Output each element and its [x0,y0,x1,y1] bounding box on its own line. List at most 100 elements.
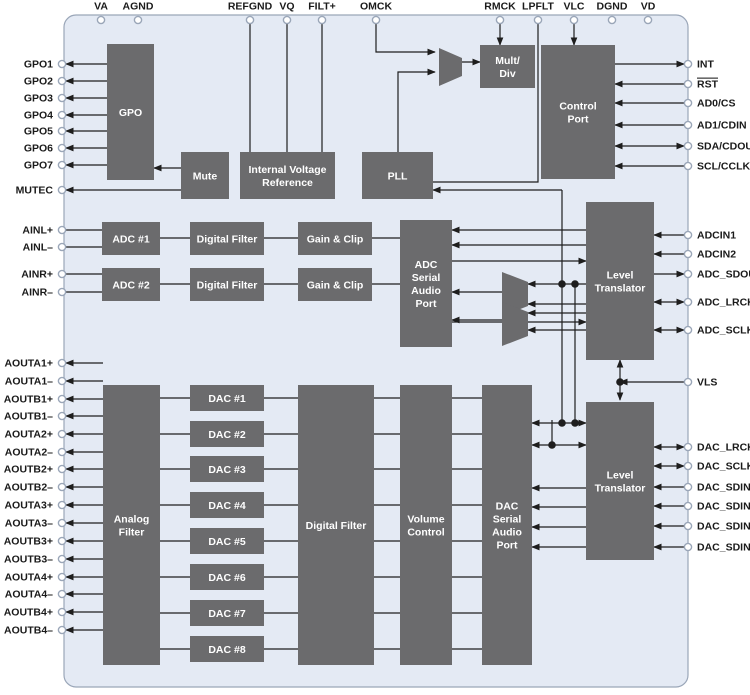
adc-level-translator-block-label: Translator [595,283,646,295]
dac-serial-audio-port-block-label: DAC [496,501,519,513]
pin-aoutb4[interactable] [57,625,67,635]
volume-control-block-label: Control [407,527,444,539]
pin-aoutb3[interactable] [57,554,67,564]
pin-gpo7[interactable] [57,160,67,170]
adc-serial-audio-port-block-label: Serial [412,272,441,284]
pin-aoutb2[interactable] [57,482,67,492]
mult-div-block-label: Mult/ [495,55,520,67]
pin-label-aoutb1: AOUTB1+ [4,394,53,406]
pin-label-aouta1: AOUTA1– [5,376,53,388]
pin-ainr[interactable] [57,287,67,297]
pin-ainl[interactable] [57,242,67,252]
pin-filt[interactable] [317,15,327,25]
pin-mutec[interactable] [57,185,67,195]
pin-gpo1[interactable] [57,59,67,69]
pin-gpo5[interactable] [57,126,67,136]
pin-dac-sdin3-4[interactable] [683,521,693,531]
pin-label-adc-sclk: ADC_SCLK [697,325,750,337]
pin-aouta4[interactable] [57,589,67,599]
signal-wires [65,24,685,650]
pin-aouta2[interactable] [57,429,67,439]
pin-vls[interactable] [683,377,693,387]
pin-aouta1[interactable] [57,358,67,368]
pin-adc-sdout[interactable] [683,269,693,279]
pin-label-ainr: AINR+ [21,269,53,281]
pin-ad0-cs[interactable] [683,98,693,108]
junction-dot [558,419,566,427]
pin-label-mutec: MUTEC [16,185,54,197]
pin-vd[interactable] [643,15,653,25]
pin-label-adcin2: ADCIN2 [697,249,736,261]
pin-dac-sclk-1[interactable] [683,461,693,471]
pin-dgnd[interactable] [607,15,617,25]
pin-adcin2[interactable] [683,249,693,259]
dac-1-block-label: DAC #1 [208,393,246,405]
pin-aouta3[interactable] [57,500,67,510]
pin-vlc[interactable] [569,15,579,25]
pin-dac-sdin1-2[interactable] [683,482,693,492]
pin-label-aouta3: AOUTA3+ [4,500,53,512]
pin-label-adc-sdout: ADC_SDOUT [697,269,750,281]
pin-label-lpflt: LPFLT [522,1,554,13]
pin-sda-cdout[interactable] [683,141,693,151]
pin-aouta4[interactable] [57,572,67,582]
pin-aoutb2[interactable] [57,464,67,474]
pin-ainl[interactable] [57,225,67,235]
gain-clip-2-block: Gain & Clip [298,268,372,301]
pin-aouta2[interactable] [57,447,67,457]
pin-gpo2[interactable] [57,76,67,86]
pin-aoutb1[interactable] [57,394,67,404]
adc-1-block-label: ADC #1 [112,234,150,246]
pin-aoutb4[interactable] [57,607,67,617]
pin-label-dac-sdin2: DAC_SDIN2 [697,501,750,513]
dac-level-translator-block-label: Level [607,470,634,482]
pin-label-gpo3: GPO3 [24,93,53,105]
pin-label-omck: OMCK [360,1,392,13]
pin-gpo4[interactable] [57,110,67,120]
dac-level-translator-block-label: Translator [595,483,646,495]
dac-digital-filter-block-label: Digital Filter [306,520,367,532]
pin-omck[interactable] [371,15,381,25]
pin-scl-cclk[interactable] [683,161,693,171]
pin-label-va: VA [94,1,108,13]
pin-agnd[interactable] [133,15,143,25]
pin-adcin1[interactable] [683,230,693,240]
pin-adc-lrck[interactable] [683,297,693,307]
junction-dot [616,378,624,386]
pin-gpo6[interactable] [57,143,67,153]
dac-1-block: DAC #1 [190,385,264,411]
dac-8-block: DAC #8 [190,636,264,662]
pin-dac-sdin1-5[interactable] [683,542,693,552]
pin-dac-sdin2-3[interactable] [683,501,693,511]
mult-div-block: Mult/Div [480,45,535,88]
pin-adc-sclk[interactable] [683,325,693,335]
mute-block-label: Mute [193,171,218,183]
pin-lpflt[interactable] [533,15,543,25]
dac-4-block-label: DAC #4 [208,500,246,512]
pin-aoutb1[interactable] [57,411,67,421]
pin-label-ad0-cs: AD0/CS [697,98,736,110]
pin-label-dac-sdin3: DAC_SDIN3 [697,521,750,533]
gain-clip-2-block-label: Gain & Clip [307,280,364,292]
pin-refgnd[interactable] [245,15,255,25]
pin-rst[interactable] [683,79,693,89]
pin-ad1-cdin[interactable] [683,120,693,130]
pin-vq[interactable] [282,15,292,25]
pin-gpo3[interactable] [57,93,67,103]
pin-rmck[interactable] [495,15,505,25]
pin-dac-lrck-0[interactable] [683,442,693,452]
pin-aouta3[interactable] [57,518,67,528]
pin-label-aoutb3: AOUTB3+ [4,536,53,548]
pin-va[interactable] [96,15,106,25]
pin-ainr[interactable] [57,269,67,279]
pin-aouta1[interactable] [57,376,67,386]
pin-int[interactable] [683,59,693,69]
pin-label-filt: FILT+ [308,1,336,13]
pin-aoutb3[interactable] [57,536,67,546]
pin-label-gpo1: GPO1 [24,59,53,71]
